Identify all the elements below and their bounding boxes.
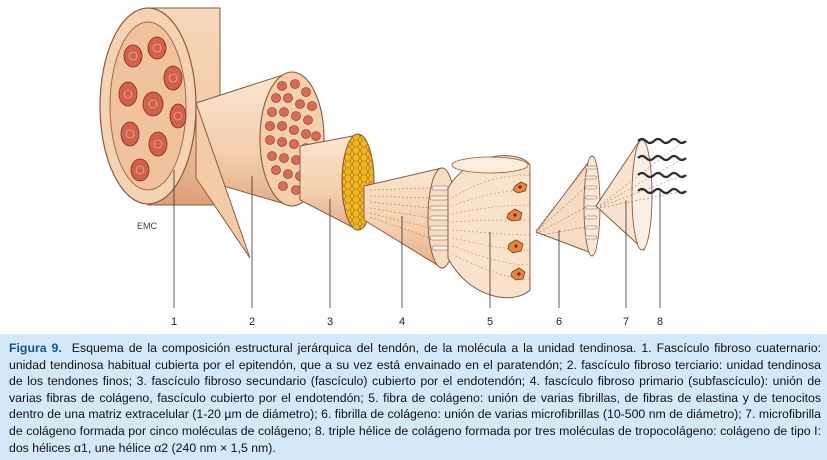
label-6: 6 [556,316,562,328]
collagen-microfibril-cone [595,138,685,252]
label-7: 7 [623,316,629,328]
label-2: 2 [249,316,255,328]
label-8: 8 [657,316,663,328]
label-5: 5 [487,316,493,328]
label-1: 1 [171,316,177,328]
label-3: 3 [327,316,333,328]
tendon-hierarchy-diagram: EMC 1 2 3 4 5 6 7 8 [99,7,687,328]
figure-caption: Figura 9. Esquema de la composición estr… [9,340,821,456]
illustrator-signature: EMC [137,221,158,231]
caption-background [0,334,827,460]
leader-lines [173,170,661,308]
collagen-fiber-bundle [447,155,531,299]
quaternary-fascicle-cylinder [99,7,221,206]
figure-label: Figura 9. [9,341,62,355]
caption-text: Esquema de la composición estructural je… [9,341,821,455]
structure-labels: 1 2 3 4 5 6 7 8 [171,316,663,328]
label-4: 4 [399,316,405,328]
primary-fascicle-cone [363,167,457,269]
collagen-triple-helix [637,137,687,195]
secondary-fascicle-cone [299,133,375,231]
collagen-fibril-cone [535,155,601,257]
